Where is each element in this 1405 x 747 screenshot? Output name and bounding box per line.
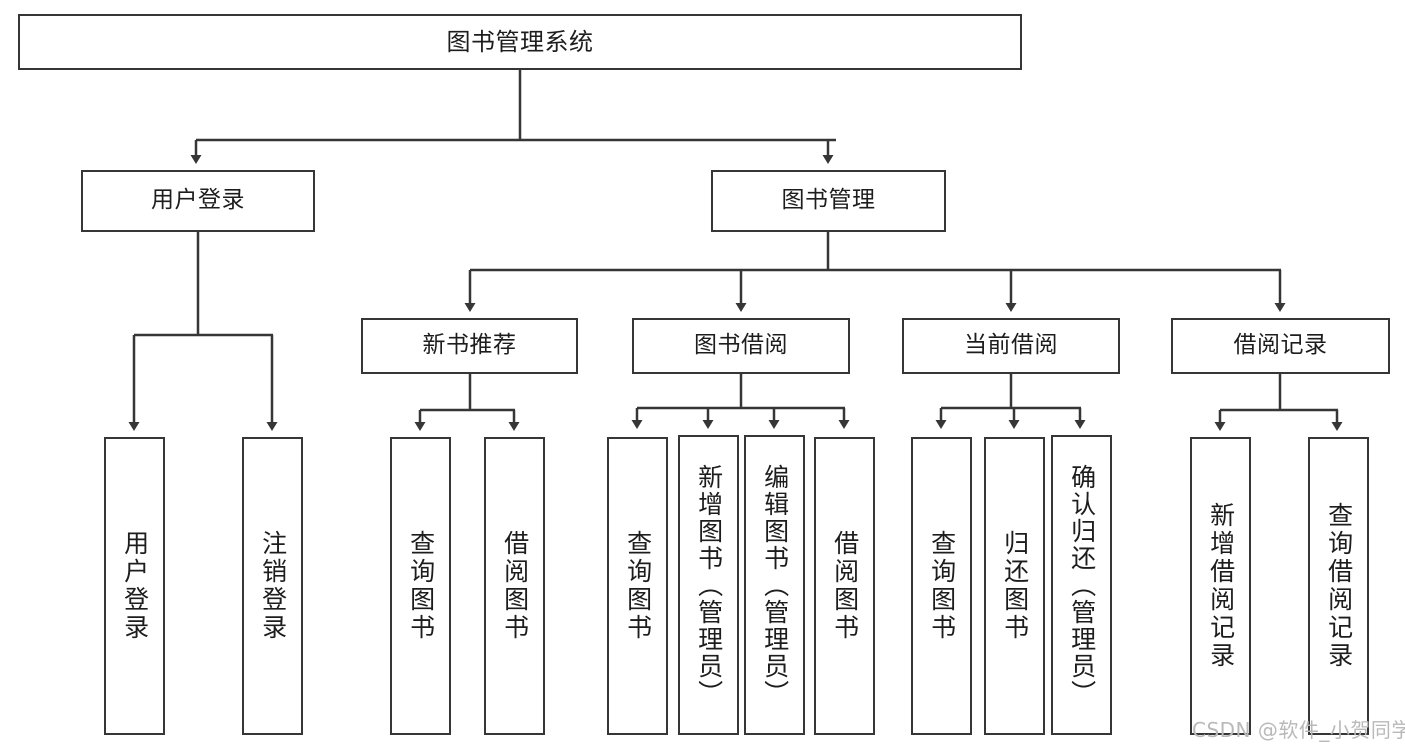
node-leaf-borrow-book-1[interactable]: 借阅图书 [484, 437, 545, 735]
node-leaf-return-book-label: 归还图书 [1000, 530, 1030, 642]
node-leaf-query-book-1[interactable]: 查询图书 [390, 437, 451, 735]
node-book-borrow[interactable]: 图书借阅 [632, 318, 850, 374]
node-leaf-user-login-label: 用户登录 [120, 530, 150, 642]
node-leaf-query-book-1-label: 查询图书 [406, 530, 436, 642]
node-borrow-record-label: 借阅记录 [1233, 332, 1328, 359]
node-root[interactable]: 图书管理系统 [18, 14, 1022, 70]
node-leaf-add-record-label: 新增借阅记录 [1206, 502, 1236, 670]
node-user-login[interactable]: 用户登录 [81, 170, 315, 232]
node-borrow-record[interactable]: 借阅记录 [1171, 318, 1390, 374]
node-leaf-borrow-book-1-label: 借阅图书 [500, 530, 530, 642]
node-new-book-rec-label: 新书推荐 [422, 332, 517, 359]
node-leaf-add-book-label: 新增图书（管理员） [694, 463, 724, 707]
node-leaf-add-record[interactable]: 新增借阅记录 [1190, 437, 1251, 735]
node-user-login-label: 用户登录 [151, 187, 245, 214]
node-leaf-query-book-3[interactable]: 查询图书 [911, 437, 972, 735]
node-leaf-user-login[interactable]: 用户登录 [104, 437, 165, 735]
node-leaf-user-logout-label: 注销登录 [258, 530, 288, 642]
node-leaf-add-book[interactable]: 新增图书（管理员） [678, 435, 739, 735]
node-leaf-confirm-return-label: 确认归还（管理员） [1067, 463, 1097, 707]
node-root-label: 图书管理系统 [446, 27, 594, 56]
node-new-book-rec[interactable]: 新书推荐 [361, 318, 578, 374]
node-leaf-confirm-return[interactable]: 确认归还（管理员） [1051, 435, 1112, 735]
node-leaf-query-record[interactable]: 查询借阅记录 [1308, 437, 1369, 735]
node-leaf-query-book-2-label: 查询图书 [623, 530, 653, 642]
node-leaf-query-book-2[interactable]: 查询图书 [607, 437, 668, 735]
node-leaf-query-book-3-label: 查询图书 [927, 530, 957, 642]
node-leaf-edit-book-label: 编辑图书（管理员） [760, 463, 790, 707]
node-leaf-query-record-label: 查询借阅记录 [1324, 502, 1354, 670]
node-leaf-edit-book[interactable]: 编辑图书（管理员） [744, 435, 805, 735]
node-current-borrow[interactable]: 当前借阅 [902, 318, 1120, 374]
node-leaf-borrow-book-2-label: 借阅图书 [830, 530, 860, 642]
node-leaf-user-logout[interactable]: 注销登录 [242, 437, 303, 735]
csdn-watermark: CSDN @软件_小贺同学 [1192, 718, 1405, 742]
node-book-manage-label: 图书管理 [781, 187, 876, 214]
node-leaf-borrow-book-2[interactable]: 借阅图书 [814, 437, 875, 735]
node-current-borrow-label: 当前借阅 [964, 332, 1058, 359]
node-book-borrow-label: 图书借阅 [694, 332, 788, 359]
node-leaf-return-book[interactable]: 归还图书 [984, 437, 1045, 735]
node-book-manage[interactable]: 图书管理 [711, 170, 946, 232]
